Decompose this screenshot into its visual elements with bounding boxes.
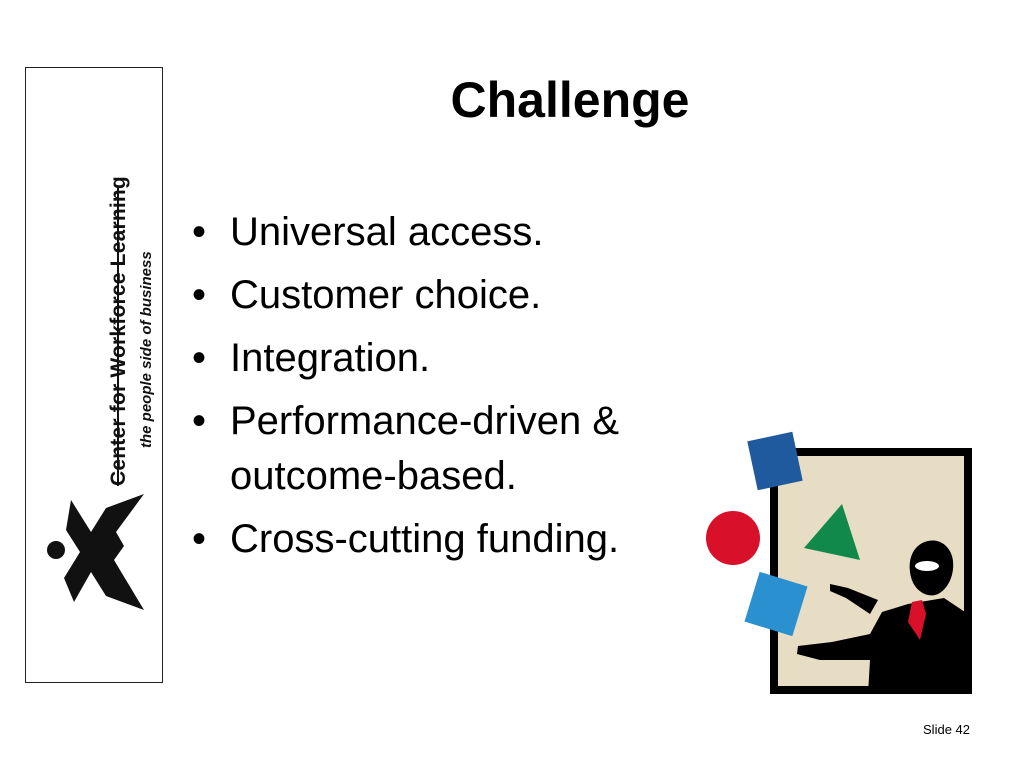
bullet-text: Performance-driven & outcome-based. xyxy=(230,399,620,498)
bullet-icon: • xyxy=(192,336,207,380)
logo-tagline: the people side of business xyxy=(138,251,155,448)
juggler-icon xyxy=(706,431,972,694)
bullet-icon: • xyxy=(192,210,207,254)
juggler-figure xyxy=(797,540,972,694)
bullet-text: Cross-cutting funding. xyxy=(230,517,620,561)
bullet-text: Integration. xyxy=(230,336,431,380)
red-circle-icon xyxy=(706,511,760,565)
slide-title: Challenge xyxy=(450,72,690,128)
glasses-icon xyxy=(915,561,939,571)
bullet-item: • Universal access. xyxy=(190,205,690,260)
bullet-text: Universal access. xyxy=(230,210,544,254)
logo-divider xyxy=(117,188,119,486)
wave-mark-icon xyxy=(47,494,144,610)
bullet-list: • Universal access. • Customer choice. • In… xyxy=(190,205,690,575)
green-triangle-icon xyxy=(804,504,860,560)
logo-text: Center for Workforce Learning the people… xyxy=(26,68,162,682)
bullet-item: • Integration. xyxy=(190,331,690,386)
dark-blue-square-icon xyxy=(747,431,803,491)
bullet-item: • Performance-driven & outcome-based. xyxy=(190,394,690,504)
slide-number: Slide 42 xyxy=(923,722,970,737)
bullet-item: • Customer choice. xyxy=(190,268,690,323)
bullet-icon: • xyxy=(192,273,207,317)
bullet-icon: • xyxy=(192,399,207,443)
bullet-text: Customer choice. xyxy=(230,273,542,317)
logo-name: Center for Workforce Learning xyxy=(107,176,131,486)
light-blue-square-icon xyxy=(744,571,808,637)
logo-panel: Center for Workforce Learning the people… xyxy=(25,67,163,683)
bullet-item: • Cross-cutting funding. xyxy=(190,512,690,567)
tie-icon xyxy=(908,600,926,640)
bullet-icon: • xyxy=(192,517,207,561)
